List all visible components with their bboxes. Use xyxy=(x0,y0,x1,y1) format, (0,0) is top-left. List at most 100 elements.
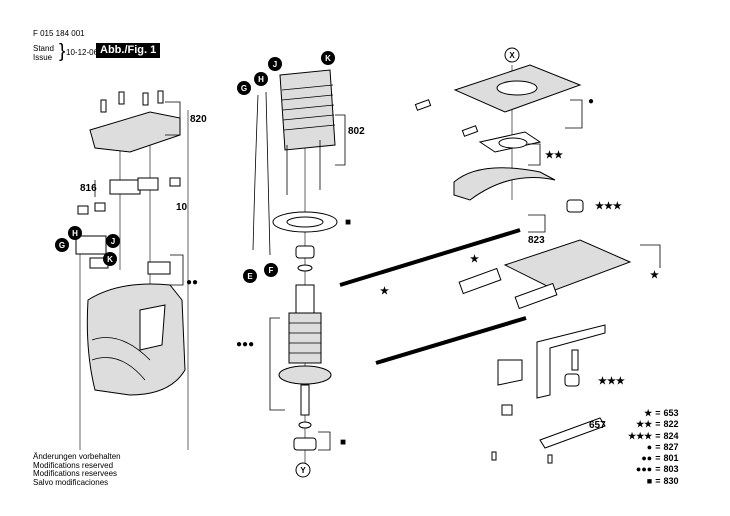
legend-value: 827 xyxy=(663,441,679,452)
symbol-square-lower: ■ xyxy=(340,437,346,448)
guide-rod-lower xyxy=(375,316,527,365)
svg-text:X: X xyxy=(509,51,515,60)
svg-text:K: K xyxy=(325,54,331,63)
legend-equals: = xyxy=(655,464,661,475)
symbol-three-stars-upper: ★★★ xyxy=(595,201,622,212)
legend-row: ●●●=803 xyxy=(628,464,679,475)
callout-J-left: J xyxy=(106,234,120,248)
modification-notes: Änderungen vorbehalten Modifications res… xyxy=(33,452,121,487)
svg-text:H: H xyxy=(258,75,264,84)
knob xyxy=(566,199,584,213)
legend-value: 801 xyxy=(663,453,679,464)
legend-symbol: ★ xyxy=(644,408,653,418)
svg-text:H: H xyxy=(72,229,78,238)
legend-row: ★=653 xyxy=(628,408,679,419)
label-10: 10 xyxy=(176,202,188,213)
callout-G-center: G xyxy=(237,81,251,95)
note-de: Änderungen vorbehalten xyxy=(33,452,121,461)
label-802: 802 xyxy=(348,126,365,137)
symbol-square-upper: ■ xyxy=(345,217,351,228)
right-assembly: X ● ★★ ★★★ 823 ★ ★ ★ ★★★ 657 xyxy=(339,47,661,464)
legend-equals: = xyxy=(655,441,661,452)
callout-X: X xyxy=(504,47,520,63)
note-es: Salvo modificaciones xyxy=(33,477,109,487)
legend-symbol: ■ xyxy=(646,475,653,486)
commutator xyxy=(295,284,315,314)
legend-symbol: ●●● xyxy=(635,464,653,475)
legend-row: ★★★=824 xyxy=(628,431,679,442)
guide-rod-upper xyxy=(339,228,521,287)
clamp xyxy=(147,261,171,275)
symbol-two-stars: ★★ xyxy=(545,150,563,161)
note-fr: Modifications reservees xyxy=(33,469,118,479)
label-816: 816 xyxy=(80,183,97,194)
legend-equals: = xyxy=(655,475,661,486)
left-assembly: 820 816 10 ●● G H J K xyxy=(55,90,207,450)
clamp-bar xyxy=(514,282,558,310)
svg-text:F: F xyxy=(269,266,274,275)
legend-row: ■=830 xyxy=(628,476,679,487)
document-number: F 015 184 001 xyxy=(33,29,85,38)
legend-symbol: ● xyxy=(646,441,653,452)
callout-H-center: H xyxy=(254,72,268,86)
callout-K-center: K xyxy=(321,51,335,65)
symbol-star-right: ★ xyxy=(650,270,659,281)
svg-text:Y: Y xyxy=(300,466,306,475)
callout-E: E xyxy=(243,269,257,283)
fan xyxy=(278,365,332,385)
figure-label: Abb./Fig. 1 xyxy=(96,43,161,58)
legend-value: 830 xyxy=(663,475,679,486)
legend-value: 824 xyxy=(663,430,679,441)
angle-bracket xyxy=(536,324,606,399)
legend-value: 803 xyxy=(663,464,679,475)
issue-date: 10-12-06 xyxy=(66,48,99,57)
svg-text:E: E xyxy=(247,272,253,281)
symbol-one-dot: ● xyxy=(588,96,594,107)
motor-housing xyxy=(86,283,186,396)
symbol-star-rod: ★ xyxy=(380,286,389,297)
top-cover xyxy=(89,111,181,153)
wrench xyxy=(539,417,606,449)
svg-text:J: J xyxy=(273,60,277,69)
legend-symbol: ●● xyxy=(641,453,653,464)
legend-equals: = xyxy=(655,453,661,464)
symbol-legend: ★=653 ★★=822 ★★★=824 ●=827 ●●=801 ●●●=80… xyxy=(628,408,679,487)
legend-value: 653 xyxy=(663,408,679,418)
callout-F: F xyxy=(264,263,278,277)
stand-label: Stand xyxy=(33,44,54,53)
brush-holder xyxy=(109,179,141,195)
label-657: 657 xyxy=(589,420,606,431)
legend-symbol: ★★ xyxy=(636,419,653,430)
bearing-lower xyxy=(293,437,317,451)
center-assembly: 802 ■ G H J K E F ●●● ■ Y xyxy=(236,51,365,478)
legend-equals: = xyxy=(655,408,661,418)
legend-equals: = xyxy=(655,419,661,430)
issue-label: Issue xyxy=(33,53,53,62)
label-823: 823 xyxy=(528,235,545,246)
svg-text:K: K xyxy=(107,255,113,264)
legend-row: ●●=801 xyxy=(628,453,679,464)
svg-text:G: G xyxy=(59,241,65,250)
field-coil xyxy=(279,69,336,151)
legend-equals: = xyxy=(655,430,661,441)
callout-K-left: K xyxy=(103,252,117,266)
brush xyxy=(169,177,181,187)
legend-value: 822 xyxy=(663,419,679,430)
label-820: 820 xyxy=(190,114,207,125)
symbol-two-dots-left: ●● xyxy=(186,277,198,288)
armature xyxy=(288,312,322,364)
callout-G-left: G xyxy=(55,238,69,252)
legend-row: ●=827 xyxy=(628,442,679,453)
screws-820 xyxy=(100,90,164,113)
legend-row: ★★=822 xyxy=(628,419,679,430)
callout-H-left: H xyxy=(68,226,82,240)
symbol-star-mid: ★ xyxy=(470,254,479,265)
brace: } xyxy=(59,41,66,62)
bearing-upper xyxy=(295,245,315,259)
chip-guard xyxy=(453,167,556,201)
svg-text:J: J xyxy=(111,237,115,246)
svg-text:G: G xyxy=(241,84,247,93)
callout-Y: Y xyxy=(295,462,311,478)
